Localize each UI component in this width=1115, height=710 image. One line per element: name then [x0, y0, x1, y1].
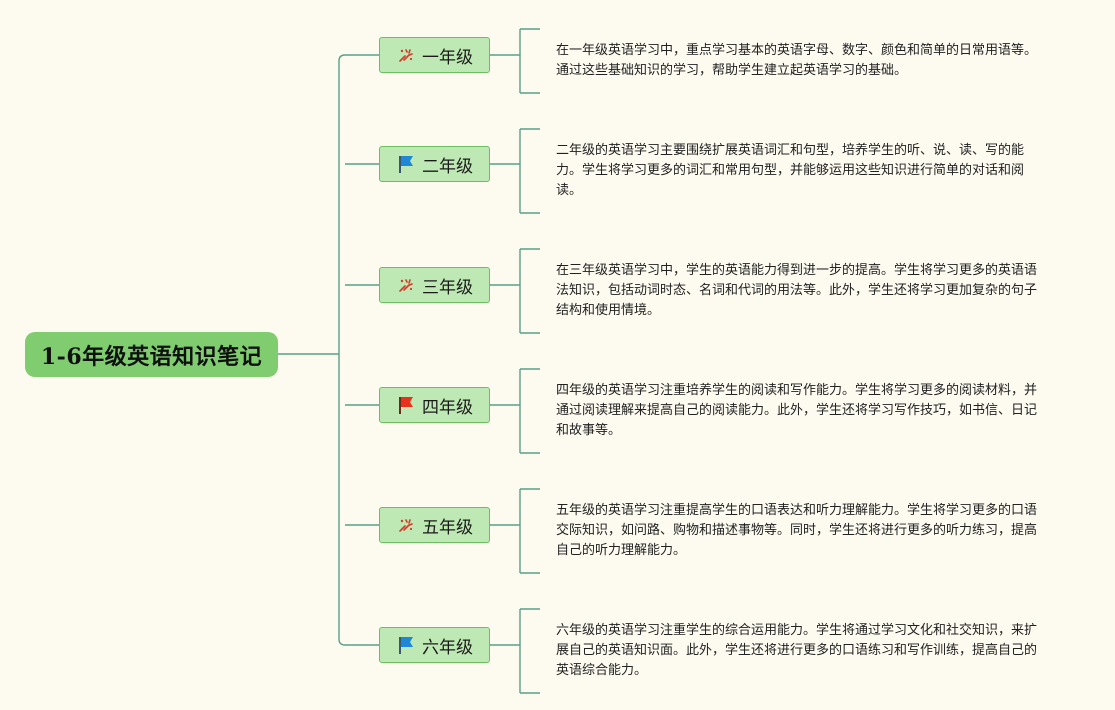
- party-popper-icon: [396, 275, 416, 295]
- grade-node-5[interactable]: 五年级: [379, 507, 490, 543]
- root-topic-label: 1-6年级英语知识笔记: [40, 343, 263, 370]
- grade-description-2[interactable]: 二年级的英语学习主要围绕扩展英语词汇和句型，培养学生的听、说、读、写的能力。学生…: [556, 143, 1025, 198]
- blue-flag-icon: [396, 154, 416, 174]
- party-popper-icon: [396, 515, 416, 535]
- party-popper-icon: [396, 45, 416, 65]
- red-flag-icon: [396, 395, 416, 415]
- grade-node-4[interactable]: 四年级: [379, 387, 490, 423]
- grade-label: 三年级: [422, 277, 473, 298]
- grade-label: 四年级: [422, 397, 473, 418]
- grade-label: 六年级: [422, 637, 473, 658]
- grade-description-4[interactable]: 四年级的英语学习注重培养学生的阅读和写作能力。学生将学习更多的阅读材料，并通过阅…: [556, 383, 1038, 438]
- blue-flag-icon: [396, 635, 416, 655]
- root-topic[interactable]: 1-6年级英语知识笔记: [25, 332, 278, 377]
- grade-label: 二年级: [422, 156, 473, 177]
- grade-label: 五年级: [422, 517, 473, 538]
- grade-description-1[interactable]: 在一年级英语学习中，重点学习基本的英语字母、数字、颜色和简单的日常用语等。通过这…: [556, 43, 1038, 78]
- grade-node-1[interactable]: 一年级: [379, 37, 490, 73]
- grade-description-3[interactable]: 在三年级英语学习中，学生的英语能力得到进一步的提高。学生将学习更多的英语语法知识…: [556, 263, 1038, 318]
- grade-node-6[interactable]: 六年级: [379, 627, 490, 663]
- grade-description-6[interactable]: 六年级的英语学习注重学生的综合运用能力。学生将通过学习文化和社交知识，来扩展自己…: [556, 623, 1038, 678]
- grade-node-2[interactable]: 二年级: [379, 146, 490, 182]
- grade-node-3[interactable]: 三年级: [379, 267, 490, 303]
- grade-label: 一年级: [422, 47, 473, 68]
- grade-description-5[interactable]: 五年级的英语学习注重提高学生的口语表达和听力理解能力。学生将学习更多的口语交际知…: [556, 503, 1038, 558]
